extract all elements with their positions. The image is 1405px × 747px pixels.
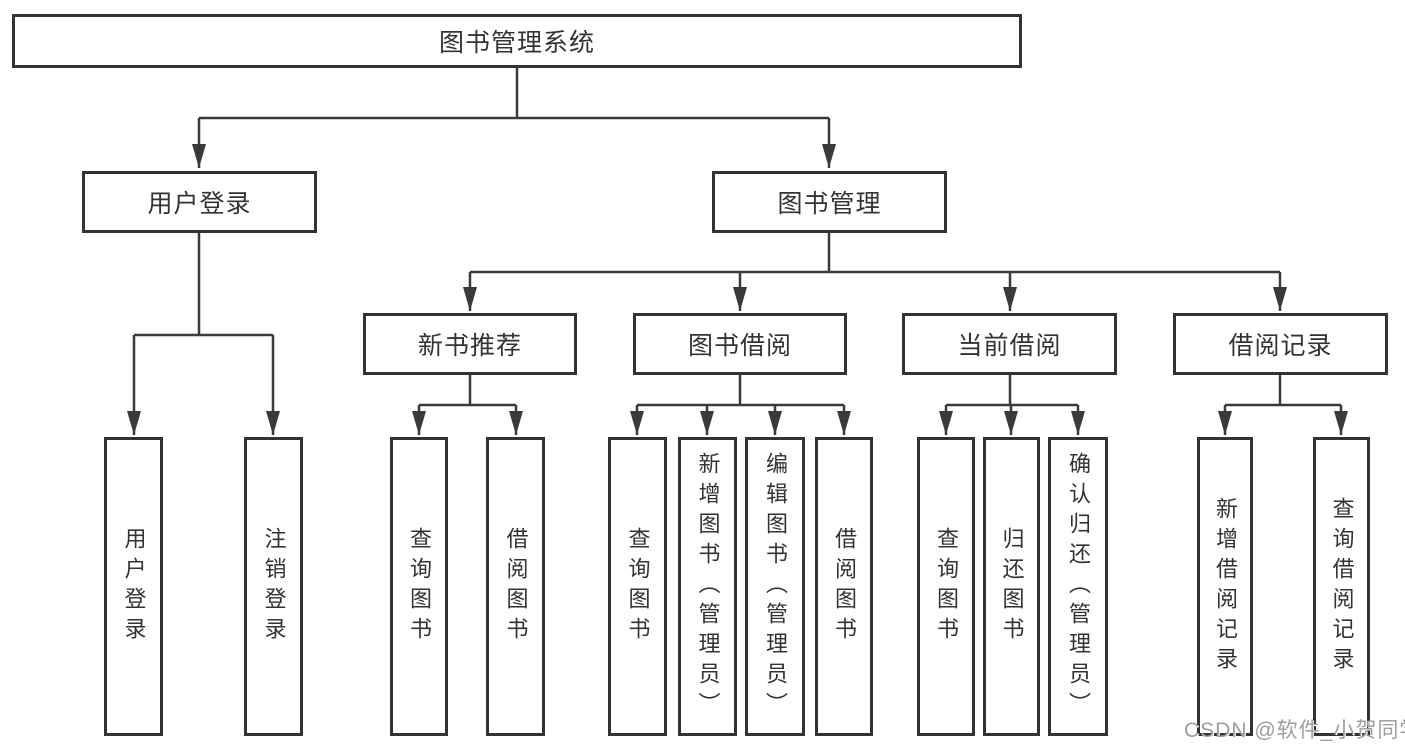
node-label: 图书管理	[777, 190, 882, 218]
node-new-book-recommend: 新书推荐	[363, 313, 577, 375]
node-label: 用户登录	[121, 526, 147, 647]
node-root-library-system: 图书管理系统	[12, 14, 1022, 68]
leaf-edit-books-admin: 编辑图书（管理员）	[745, 437, 805, 736]
leaf-borrow-books: 借阅图书	[815, 437, 873, 736]
leaf-query-borrow-record: 查询借阅记录	[1313, 437, 1370, 736]
leaf-query-books-borrow: 查询图书	[608, 437, 667, 736]
leaf-query-books-recommend: 查询图书	[390, 437, 448, 736]
leaf-add-books-admin: 新增图书（管理员）	[678, 437, 737, 736]
node-label: 查询图书	[934, 526, 959, 647]
leaf-return-books: 归还图书	[983, 437, 1040, 736]
node-label: 新增图书（管理员）	[695, 451, 721, 722]
node-user-login: 用户登录	[82, 171, 317, 233]
node-label: 借阅图书	[503, 526, 529, 647]
node-label: 查询图书	[625, 526, 651, 647]
node-label: 查询借阅记录	[1329, 496, 1355, 677]
node-label: 编辑图书（管理员）	[763, 451, 788, 722]
leaf-logout: 注销登录	[244, 437, 303, 736]
node-label: 查询图书	[407, 526, 432, 647]
leaf-query-books-current: 查询图书	[917, 437, 975, 736]
node-label: 新增借阅记录	[1213, 496, 1238, 677]
node-label: 图书管理系统	[438, 29, 595, 57]
node-current-borrow: 当前借阅	[902, 313, 1117, 375]
node-label: 当前借阅	[957, 332, 1062, 360]
node-label: 借阅图书	[832, 526, 857, 647]
leaf-add-borrow-record: 新增借阅记录	[1197, 437, 1253, 736]
node-book-borrow: 图书借阅	[633, 313, 847, 375]
node-label: 归还图书	[999, 526, 1025, 647]
csdn-watermark: CSDN @软件_小贺同学	[1184, 719, 1405, 742]
leaf-confirm-return-admin: 确认归还（管理员）	[1048, 437, 1108, 736]
node-borrow-records: 借阅记录	[1173, 313, 1388, 375]
node-label: 借阅记录	[1228, 332, 1333, 360]
leaf-user-login: 用户登录	[104, 437, 163, 736]
node-label: 注销登录	[261, 526, 287, 647]
node-label: 用户登录	[147, 190, 252, 218]
leaf-borrow-books-recommend: 借阅图书	[486, 437, 545, 736]
node-label: 确认归还（管理员）	[1066, 451, 1091, 722]
node-label: 新书推荐	[417, 332, 522, 360]
node-book-management: 图书管理	[712, 171, 947, 233]
node-label: 图书借阅	[687, 332, 792, 360]
